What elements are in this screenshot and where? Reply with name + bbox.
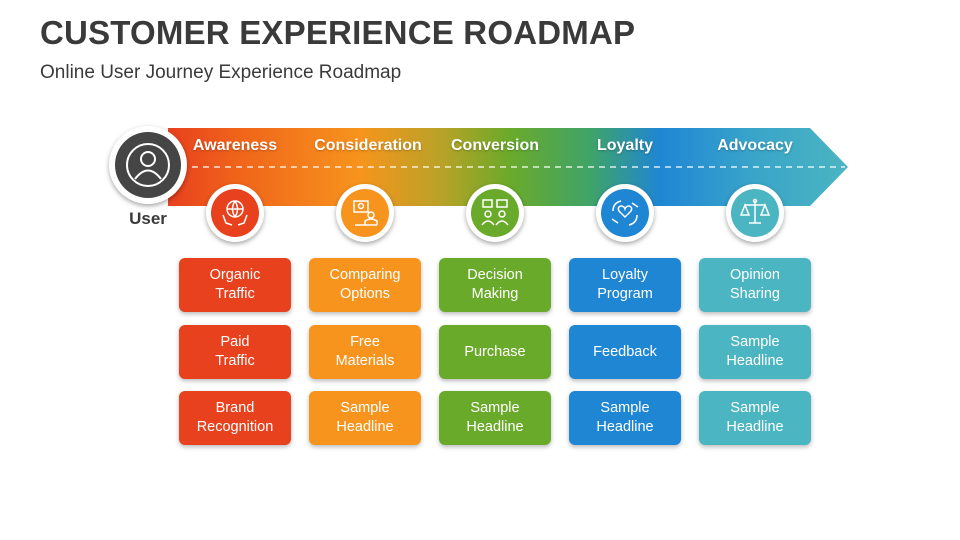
- presentation-icon: [353, 200, 378, 226]
- stage-icon-awareness: [206, 184, 264, 242]
- page-subtitle: Online User Journey Experience Roadmap: [40, 62, 402, 83]
- card-free-materials: Free Materials: [309, 325, 421, 379]
- stage-icon-consideration: [336, 184, 394, 242]
- user-label: User: [129, 209, 167, 228]
- card-decision-making: Decision Making: [439, 258, 551, 312]
- stage-icon-loyalty: [596, 184, 654, 242]
- card-sample-headline: Sample Headline: [569, 391, 681, 445]
- card-sample-headline: Sample Headline: [699, 391, 811, 445]
- stage-label-advocacy: Advocacy: [717, 137, 793, 154]
- stage-label-awareness: Awareness: [192, 137, 278, 154]
- heart-hands-icon: [611, 200, 639, 226]
- meeting-icon: [481, 199, 509, 226]
- stage-label-conversion: Conversion: [450, 137, 539, 154]
- card-paid-traffic: Paid Traffic: [179, 325, 291, 379]
- user-icon: [126, 143, 170, 187]
- card-feedback: Feedback: [569, 325, 681, 379]
- stage-icon-advocacy: [726, 184, 784, 242]
- card-sample-headline: Sample Headline: [439, 391, 551, 445]
- card-comparing-options: Comparing Options: [309, 258, 421, 312]
- card-purchase: Purchase: [439, 325, 551, 379]
- card-sample-headline: Sample Headline: [699, 325, 811, 379]
- card-organic-traffic: Organic Traffic: [179, 258, 291, 312]
- card-brand-recognition: Brand Recognition: [179, 391, 291, 445]
- stage-icon-conversion: [466, 184, 524, 242]
- card-opinion-sharing: Opinion Sharing: [699, 258, 811, 312]
- user-avatar: [109, 126, 187, 204]
- stage-label-loyalty: Loyalty: [596, 137, 653, 154]
- card-loyalty-program: Loyalty Program: [569, 258, 681, 312]
- page-title: CUSTOMER EXPERIENCE ROADMAP: [40, 14, 636, 51]
- stage-label-consideration: Consideration: [314, 137, 422, 154]
- card-sample-headline: Sample Headline: [309, 391, 421, 445]
- globe-hands-icon: [222, 200, 248, 226]
- balance-scale-icon: [739, 198, 771, 224]
